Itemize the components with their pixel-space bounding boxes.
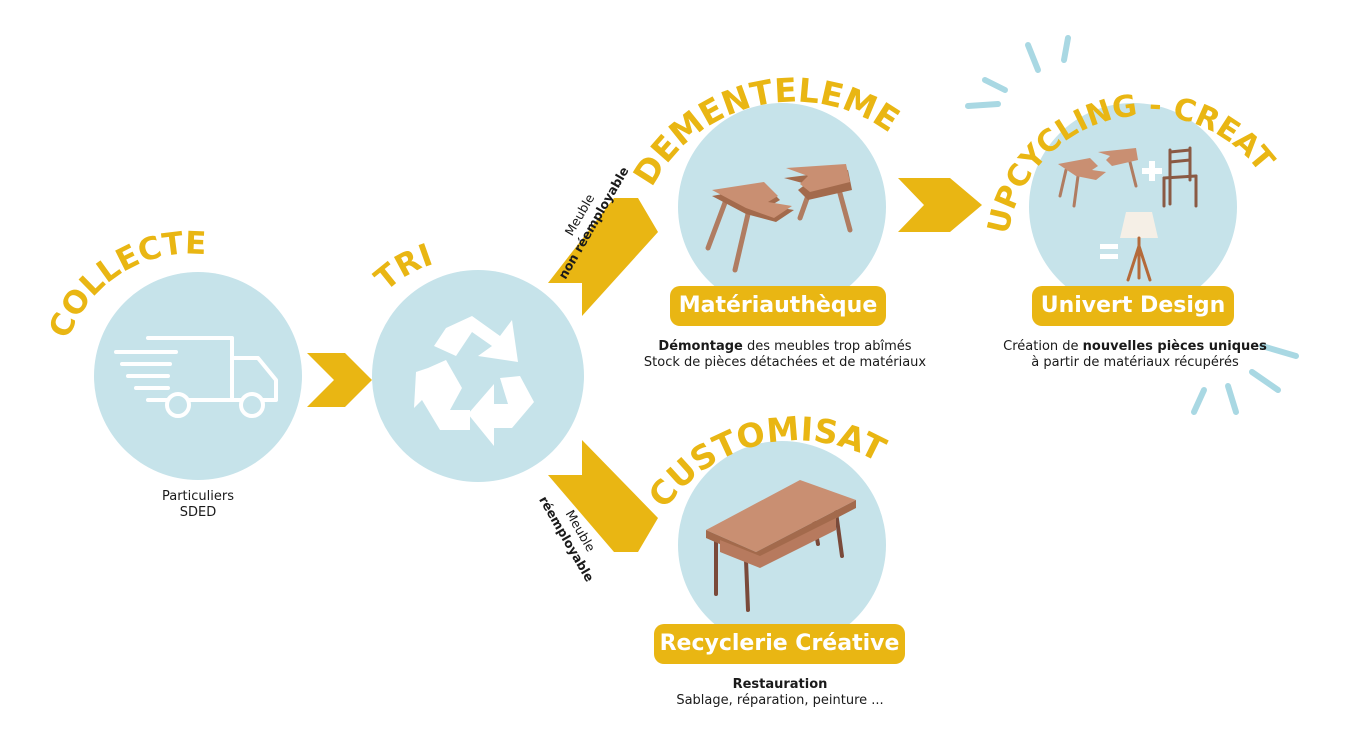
chevron-arrow-collecte-tri (307, 353, 372, 407)
lamp-icon (1120, 212, 1158, 282)
collecte-caption: Particuliers SDED (128, 489, 268, 521)
upcycling-caption-pre: Création de (1003, 339, 1083, 354)
upcycling-caption-line2: à partir de matériaux récupérés (1031, 355, 1239, 370)
tri-circle (372, 270, 584, 482)
customisation-caption: Restauration Sablage, réparation, peintu… (640, 677, 920, 709)
recycle-icon (414, 316, 534, 446)
univert-design-badge: Univert Design (1032, 286, 1234, 326)
dementelement-caption-rest: des meubles trop abîmés (742, 339, 912, 354)
chair-icon (1162, 146, 1198, 208)
branch-arrow-down (548, 440, 658, 552)
desk-icon (706, 480, 856, 612)
delivery-truck-icon (114, 336, 278, 418)
materiautheque-badge: Matériauthèque (670, 286, 886, 326)
upcycling-formula-icon (1058, 146, 1198, 282)
sparkle-rays (965, 35, 1299, 415)
dementelement-caption-line2: Stock de pièces détachées et de matériau… (643, 355, 927, 370)
collecte-caption-line2: SDED (179, 505, 217, 520)
upcycling-caption: Création de nouvelles pièces uniques à p… (990, 339, 1280, 371)
customisation-caption-bold: Restauration (732, 677, 828, 692)
collecte-caption-line1: Particuliers (161, 489, 234, 504)
customisation-caption-line2: Sablage, réparation, peinture ... (676, 693, 884, 708)
broken-table-icon (705, 164, 853, 273)
dementelement-caption-bold: Démontage (658, 339, 743, 354)
equals-sign-icon (1100, 244, 1118, 249)
chevron-arrow-dem-upcycling (898, 178, 982, 232)
upcycling-circle (1029, 103, 1237, 311)
recyclerie-creative-badge: Recyclerie Créative (654, 624, 905, 664)
dementelement-caption: Démontage des meubles trop abîmés Stock … (620, 339, 950, 371)
branch-arrow-up (548, 198, 658, 316)
collecte-circle (94, 272, 302, 480)
upcycling-caption-bold: nouvelles pièces uniques (1082, 339, 1267, 354)
